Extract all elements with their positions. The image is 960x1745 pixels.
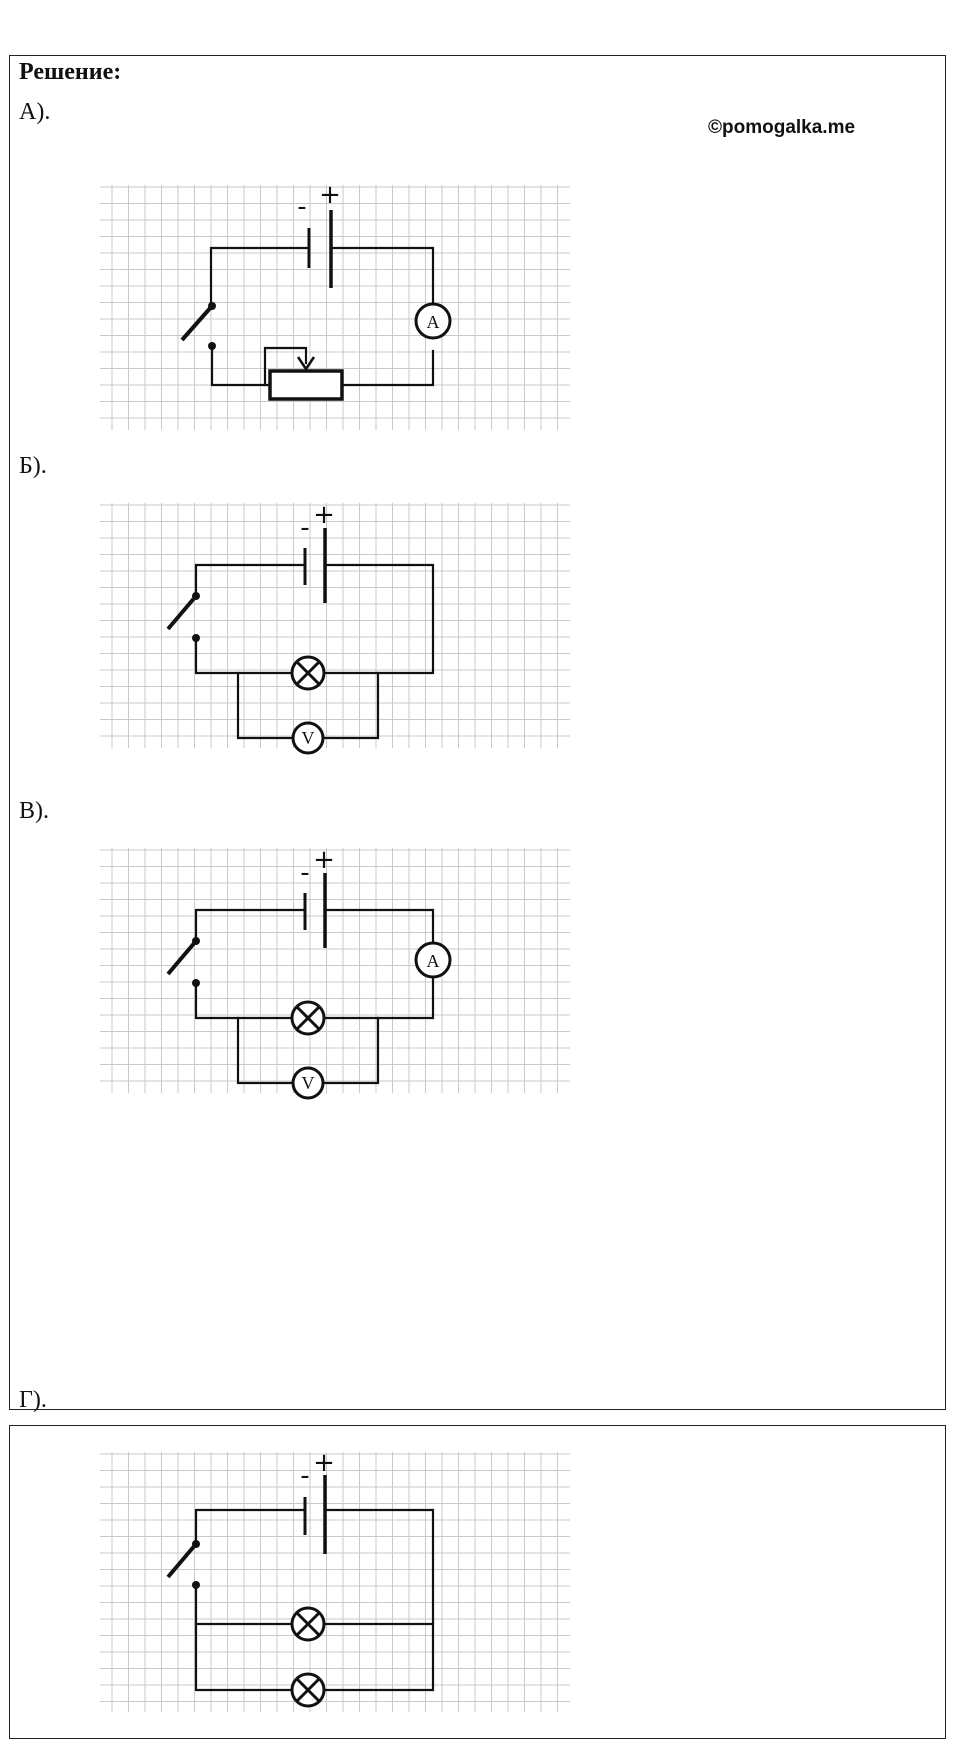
battery-minus-sign: - [300,513,309,543]
battery-plus-sign: + [313,1452,335,1478]
circuit-diagram-g: - + [100,1452,570,1712]
switch [166,937,200,987]
svg-text:A: A [427,312,440,332]
battery: - + [300,1452,335,1554]
battery-minus-sign: - [300,858,309,888]
lamp-icon [290,1606,326,1642]
part-a-label: А). [19,99,51,125]
voltmeter-icon: V [291,1066,325,1100]
lamp-icon [290,655,326,691]
part-b-label: Б). [19,453,47,479]
ammeter-icon: A [414,941,452,979]
switch [166,1540,200,1589]
battery-minus-sign: - [300,1461,309,1491]
solution-frame [9,55,946,1410]
svg-text:V: V [302,728,315,748]
part-v-label: В). [19,798,49,824]
battery-plus-sign: + [313,503,335,530]
lamp-icon [290,1672,326,1708]
continuation-frame [9,1425,946,1739]
grid-paper [100,185,570,430]
circuit-diagram-v: - + A V [100,848,570,1100]
svg-text:V: V [302,1073,315,1093]
watermark: ©pomogalka.me [708,117,856,138]
battery-plus-sign: + [319,185,341,210]
grid-paper [100,503,570,748]
circuit-diagram-a: - + A [100,185,570,430]
svg-text:A: A [427,951,440,971]
lamp-icon [290,1000,326,1036]
switch [166,592,200,642]
voltmeter-icon: V [291,721,325,755]
grid-paper [100,1452,570,1712]
circuit-diagram-b: - + V [100,503,570,755]
battery: - + [300,848,335,948]
battery-plus-sign: + [313,848,335,875]
battery: - + [300,503,335,603]
solution-heading: Решение: [19,59,122,85]
battery-minus-sign: - [297,192,306,222]
part-g-label: Г). [19,1387,47,1413]
ammeter-icon: A [414,302,452,340]
